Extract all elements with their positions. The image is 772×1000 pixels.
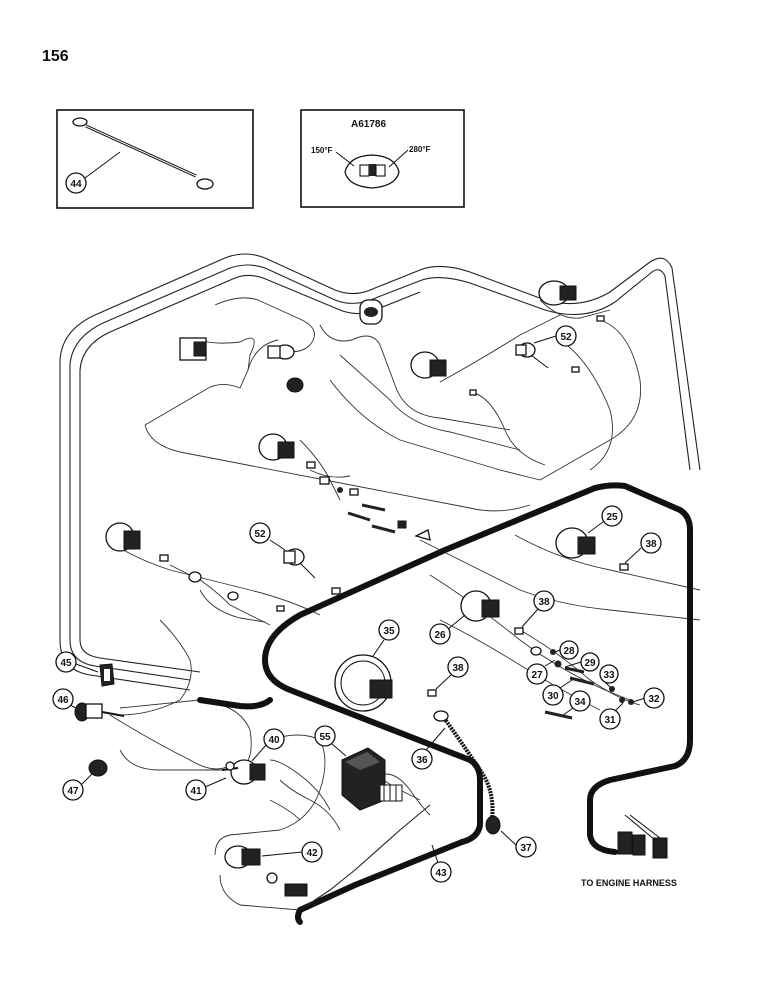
svg-text:27: 27 — [531, 670, 543, 681]
svg-text:34: 34 — [574, 697, 586, 708]
tachometer-cable-icon — [433, 710, 501, 835]
svg-text:25: 25 — [606, 512, 618, 523]
svg-text:38: 38 — [645, 539, 657, 550]
gauge-high-temp-label: 280°F — [409, 145, 431, 154]
svg-text:35: 35 — [383, 626, 395, 637]
callout-38-mid: 38 — [521, 590, 555, 628]
gauge-26-icon — [460, 590, 500, 622]
svg-text:26: 26 — [434, 630, 446, 641]
callout-47: 47 — [62, 773, 93, 801]
svg-text:45: 45 — [60, 658, 72, 669]
thin-wire-looms — [59, 253, 701, 911]
svg-text:40: 40 — [268, 735, 280, 746]
cap-47-icon — [88, 759, 108, 777]
callout-55: 55 — [314, 725, 347, 757]
module-55-icon — [341, 747, 386, 811]
callout-43: 43 — [430, 844, 452, 883]
callout-33: 33 — [599, 664, 619, 689]
svg-text:29: 29 — [584, 658, 596, 669]
svg-text:36: 36 — [416, 755, 428, 766]
gauge-face-icon — [344, 154, 400, 189]
callout-27: 27 — [526, 659, 556, 685]
svg-text:44: 44 — [70, 179, 82, 190]
svg-text:38: 38 — [538, 597, 550, 608]
svg-text:52: 52 — [254, 529, 266, 540]
callout-42: 42 — [261, 841, 323, 863]
callout-37: 37 — [500, 830, 537, 858]
callout-36: 36 — [411, 727, 446, 770]
gauge-low-temp-label: 150°F — [311, 146, 333, 155]
sensor-52-lower-icon — [283, 548, 316, 579]
callout-34: 34 — [561, 690, 591, 717]
gauge-35-icon — [334, 654, 393, 712]
callout-30: 30 — [542, 679, 573, 706]
page-number: 156 — [42, 48, 69, 65]
svg-text:46: 46 — [57, 695, 69, 706]
svg-text:31: 31 — [604, 715, 616, 726]
callout-26: 26 — [429, 614, 466, 645]
svg-text:52: 52 — [560, 332, 572, 343]
switch-46-icon — [74, 702, 125, 722]
callout-28: 28 — [554, 640, 579, 660]
gauge-25-icon — [555, 527, 596, 559]
clip-45-icon — [99, 663, 115, 687]
plug-connector-icon — [379, 784, 403, 802]
callout-38-right: 38 — [624, 532, 662, 564]
svg-text:30: 30 — [547, 691, 559, 702]
callout-31: 31 — [599, 702, 624, 730]
svg-text:42: 42 — [306, 848, 318, 859]
engine-harness-label: TO ENGINE HARNESS — [581, 878, 677, 888]
callout-25: 25 — [587, 505, 623, 534]
svg-text:32: 32 — [648, 694, 660, 705]
grommet-upper-icon — [286, 377, 304, 393]
svg-text:38: 38 — [452, 663, 464, 674]
callout-45: 45 — [55, 651, 99, 673]
small-connectors — [159, 315, 634, 720]
svg-text:55: 55 — [319, 732, 331, 743]
ground-strap-icon — [72, 117, 214, 190]
bottom-left-connector-icon — [266, 872, 308, 897]
callout-41: 41 — [185, 777, 227, 801]
light-socket-icon — [267, 344, 295, 360]
center-gauge-upper — [410, 351, 447, 379]
key-switch-icon — [221, 759, 266, 785]
cylinder-bulb-icon — [359, 299, 383, 325]
top-right-gauge — [538, 280, 577, 306]
engine-harness-connector-icon — [617, 814, 668, 859]
ground-strap-inset — [56, 109, 254, 209]
relay-upper-left — [179, 337, 207, 361]
svg-text:41: 41 — [190, 786, 202, 797]
callout-40: 40 — [251, 728, 285, 762]
svg-text:37: 37 — [520, 843, 532, 854]
callout-29: 29 — [564, 652, 600, 672]
callout-38-lower: 38 — [435, 656, 469, 690]
callout-52-lower: 52 — [249, 522, 286, 551]
callout-44: 44 — [65, 172, 87, 194]
svg-text:33: 33 — [603, 670, 615, 681]
gauge-part-number: A61786 — [351, 119, 386, 130]
svg-text:43: 43 — [435, 868, 447, 879]
switch-42-icon — [224, 845, 261, 869]
sensor-52-upper-icon — [515, 342, 549, 369]
temperature-gauge-inset: A61786 150°F 280°F — [300, 109, 465, 208]
svg-text:47: 47 — [67, 786, 79, 797]
main-harness — [197, 482, 693, 925]
left-gauge — [105, 522, 141, 552]
svg-text:28: 28 — [563, 646, 575, 657]
center-gauge-lower — [258, 433, 295, 461]
callout-52-upper: 52 — [533, 325, 577, 347]
callout-35: 35 — [372, 619, 400, 657]
callout-46: 46 — [52, 688, 77, 710]
callout-32: 32 — [632, 687, 665, 709]
